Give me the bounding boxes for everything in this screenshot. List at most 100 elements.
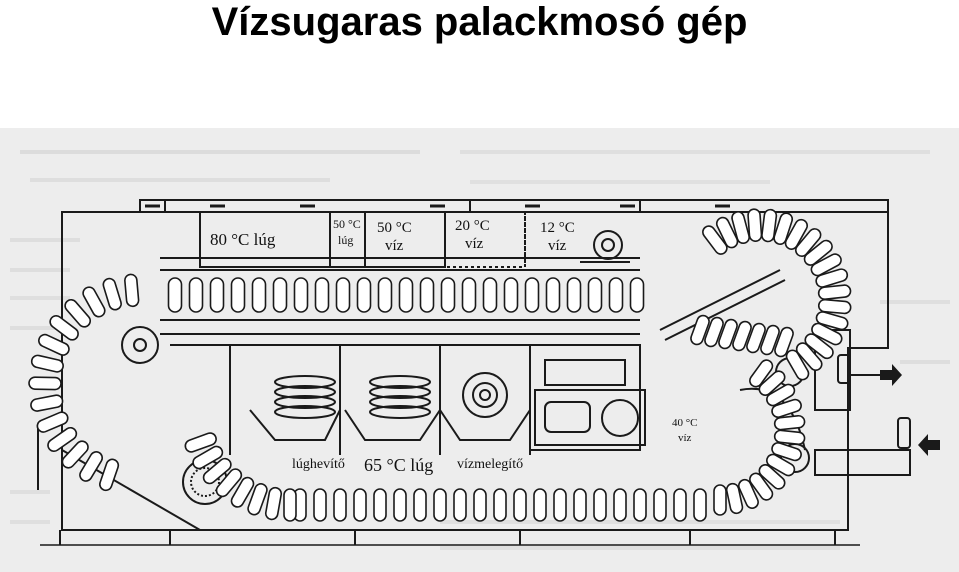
bottle [613,488,627,522]
bottle [545,277,561,313]
bottle [393,488,407,522]
bottle [433,488,447,522]
bleed-through-text [10,150,950,550]
bottle [766,383,796,407]
bottle [413,488,427,522]
pump [462,372,508,418]
bottle [99,458,120,492]
bottle [335,277,351,313]
bottle [785,349,810,381]
bottle [815,311,849,331]
bottle [461,277,477,313]
bottle-chain [28,208,852,522]
label-50-viz-top: 50 °C [377,220,412,236]
bottle [749,359,774,388]
bottle [761,208,778,243]
bottle [61,440,89,469]
bottle [513,488,527,522]
bottle [64,298,92,328]
bottle [749,472,774,501]
bottle [124,273,140,308]
bottle [566,277,582,313]
bottle [79,451,104,482]
bottle [573,488,587,522]
bottle [746,322,766,354]
bottle [653,488,667,522]
bottle [473,488,487,522]
label-lughevito: lúghevítő [292,457,345,472]
bottle [398,277,414,313]
bottle [673,488,687,522]
bottle [771,398,802,418]
bottle [784,218,809,250]
arrow-in-icon [918,434,940,456]
bottle [49,315,79,341]
arrow-out-icon [880,364,902,386]
bottle [553,488,567,522]
label-50-lug-top: 50 °C [333,217,361,231]
bottle [533,488,547,522]
label-65-lug: 65 °C lúg [364,455,433,475]
label-20-viz-bottom: víz [465,236,484,252]
bottle [773,212,794,245]
bottle [811,322,843,346]
bottle [629,277,645,313]
bottle [738,478,759,509]
bottle [766,453,796,477]
vizmelegito-coil [369,375,431,419]
bottle [732,320,752,352]
bottle [272,277,288,313]
bottle [817,298,852,315]
bottle [356,277,372,313]
bottle [47,426,78,453]
label-50-lug-bottom: lúg [338,233,353,247]
bottle [524,277,540,313]
label-80-lug: 80 °C lúg [210,230,276,249]
label-50-viz-bottom: víz [385,238,404,254]
bottle [795,342,823,371]
bottle [758,464,786,490]
bottle [314,277,330,313]
page-title: Vízsugaras palackmosó gép [211,0,748,44]
bottle [102,277,122,311]
bottle [283,488,297,522]
tank-20-viz [444,211,526,268]
bottle [440,277,456,313]
bottle [794,228,822,258]
bottle-out [837,354,851,384]
bottle [30,354,64,373]
bottle [215,468,243,498]
bottle [731,211,750,245]
bottle [353,488,367,522]
bottle [817,284,852,301]
bottle [815,268,849,288]
bottle [758,370,786,396]
bottle [38,333,70,356]
bottle [230,476,255,508]
bottle [704,316,724,348]
bottle [702,225,728,255]
bottle [713,484,727,516]
bottle [803,239,833,266]
bottle [247,483,268,516]
bottle [264,486,283,521]
bottle [771,442,802,462]
lughevito-coil [274,375,336,419]
bottle [373,488,387,522]
bottle [725,482,744,515]
bottle [36,411,69,433]
label-vizmelegito: vízmelegítő [457,457,523,472]
bottle [493,488,507,522]
bottle [804,333,834,360]
bottle [209,277,225,313]
label-20-viz-top: 20 °C [455,218,490,234]
bottle [774,326,794,358]
machine-housing [61,199,889,531]
bottle [690,314,710,346]
bottle [608,277,624,313]
bottle [503,277,519,313]
sprocket-left [121,326,159,364]
bottle [188,277,204,313]
bottle [747,208,763,242]
